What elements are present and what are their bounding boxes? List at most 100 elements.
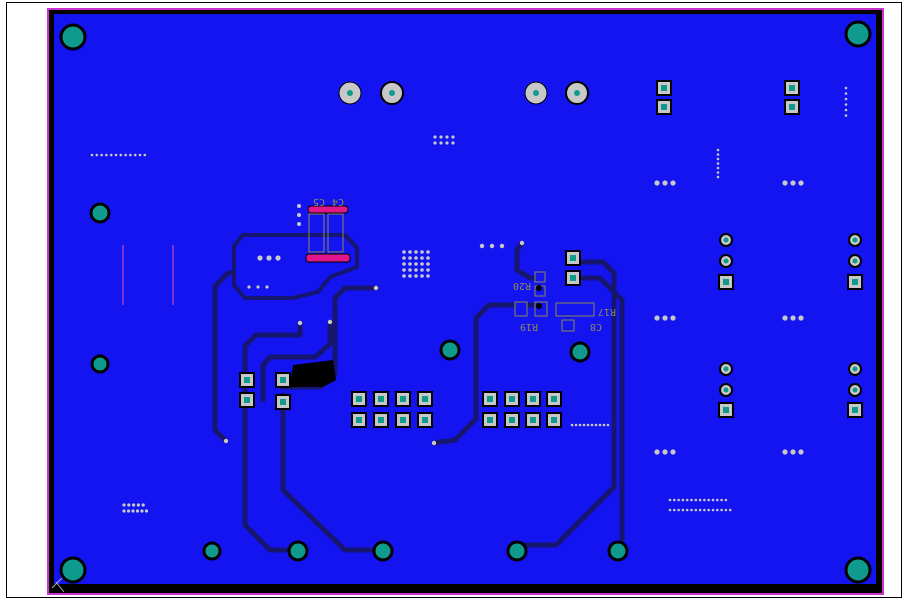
pad: [389, 90, 395, 96]
pad: [569, 341, 591, 363]
via: [105, 153, 108, 157]
square-pad-hole: [551, 417, 557, 423]
silk-label-c4: C4: [332, 196, 344, 207]
via: [90, 153, 94, 157]
round-pad-hole: [723, 258, 729, 264]
square-pad-hole: [852, 407, 858, 413]
square-pad-hole: [509, 417, 515, 423]
via: [662, 315, 668, 321]
via: [402, 268, 406, 272]
via: [133, 153, 137, 157]
round-pad-hole: [723, 387, 729, 393]
via: [598, 423, 602, 427]
thru-hole-pads: [89, 202, 629, 562]
via: [844, 108, 848, 112]
square-pad-hole: [723, 279, 729, 285]
round-pad-hole: [852, 237, 858, 243]
via: [119, 153, 123, 157]
mounting-hole: [59, 23, 87, 51]
square-pad-hole: [400, 396, 406, 402]
square-pad-hole: [378, 417, 384, 423]
pad: [287, 540, 309, 562]
pad: [439, 339, 461, 361]
square-pad-hole: [400, 417, 406, 423]
square-pads: [239, 80, 863, 428]
silkscreen-labels: C5 C4 R20 R19 C8 R17: [313, 196, 616, 332]
via: [703, 508, 706, 512]
via: [844, 92, 848, 95]
via: [402, 250, 406, 254]
via: [673, 508, 676, 512]
via: [677, 498, 680, 502]
via: [439, 135, 443, 139]
via: [408, 274, 412, 278]
via: [586, 423, 590, 427]
trace: [514, 240, 543, 281]
via: [265, 285, 269, 289]
via: [141, 503, 145, 507]
via: [716, 498, 719, 502]
via: [426, 256, 430, 260]
via: [479, 243, 485, 249]
trace: [260, 319, 333, 403]
smd-pad: [555, 302, 595, 317]
via: [402, 262, 406, 266]
via: [426, 262, 430, 266]
via: [297, 222, 301, 226]
via: [711, 498, 715, 502]
via: [590, 423, 594, 427]
smd-pads-cluster: [514, 271, 595, 332]
via: [124, 153, 127, 157]
via: [402, 274, 406, 278]
smd-pad-c4-c5-top: [307, 205, 349, 214]
pad: [607, 540, 629, 562]
via: [373, 285, 379, 291]
round-pad-hole: [852, 258, 858, 264]
via: [122, 509, 126, 513]
via: [673, 498, 676, 502]
silk-label-r17: R17: [598, 306, 616, 317]
mounting-holes: [59, 20, 872, 584]
via: [582, 423, 586, 427]
via: [606, 423, 610, 427]
via: [668, 508, 672, 512]
via: [499, 243, 505, 249]
via: [724, 508, 728, 512]
pad: [574, 90, 580, 96]
via: [798, 315, 804, 321]
pad: [347, 90, 353, 96]
via: [135, 509, 140, 513]
square-pad-hole: [378, 396, 384, 402]
trace: [431, 302, 541, 446]
via: [698, 508, 702, 512]
trace: [514, 259, 617, 548]
square-pad-hole: [244, 397, 250, 403]
via: [257, 255, 263, 261]
via: [654, 180, 660, 186]
pad: [533, 90, 539, 96]
via: [685, 508, 689, 512]
via: [297, 204, 301, 208]
via: [414, 262, 418, 266]
via: [707, 498, 710, 502]
via: [266, 255, 272, 261]
mounting-hole: [59, 556, 87, 584]
square-pad-hole: [422, 396, 428, 402]
via: [408, 256, 412, 260]
mounting-hole: [844, 20, 872, 48]
via: [420, 256, 424, 260]
square-pad-hole: [509, 396, 515, 402]
via: [594, 423, 598, 427]
square-pad-hole: [356, 396, 362, 402]
via: [451, 135, 455, 139]
via: [677, 508, 680, 512]
via: [327, 319, 333, 325]
via: [716, 175, 720, 179]
via: [95, 153, 99, 157]
connector-pads-top: [338, 81, 589, 105]
via: [223, 438, 229, 444]
via: [297, 213, 301, 217]
silk-label-c8: C8: [590, 321, 602, 332]
via: [420, 262, 424, 266]
